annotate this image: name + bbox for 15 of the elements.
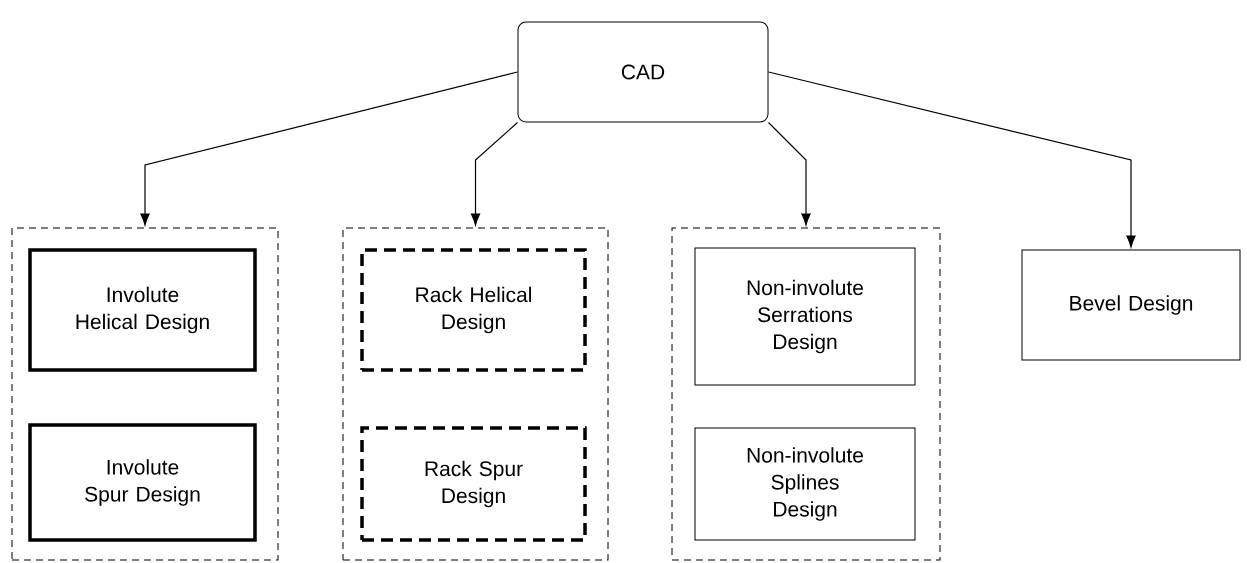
design-box: Rack Helical Design [360, 248, 587, 372]
design-box: Non-involute Splines Design [694, 427, 916, 541]
design-box: Involute Spur Design [28, 423, 257, 542]
arrow [140, 71, 519, 226]
design-box: Involute Helical Design [28, 248, 257, 372]
design-box: Bevel Design [1021, 249, 1241, 361]
arrow [470, 121, 519, 226]
design-box: Non-involute Serrations Design [694, 247, 916, 386]
root-box: CAD [517, 21, 769, 123]
design-box: Rack Spur Design [360, 426, 587, 542]
arrow [767, 71, 1136, 248]
group-frame [11, 227, 279, 561]
group-frame [342, 227, 609, 561]
arrow [767, 121, 811, 226]
group-frame [671, 227, 941, 561]
